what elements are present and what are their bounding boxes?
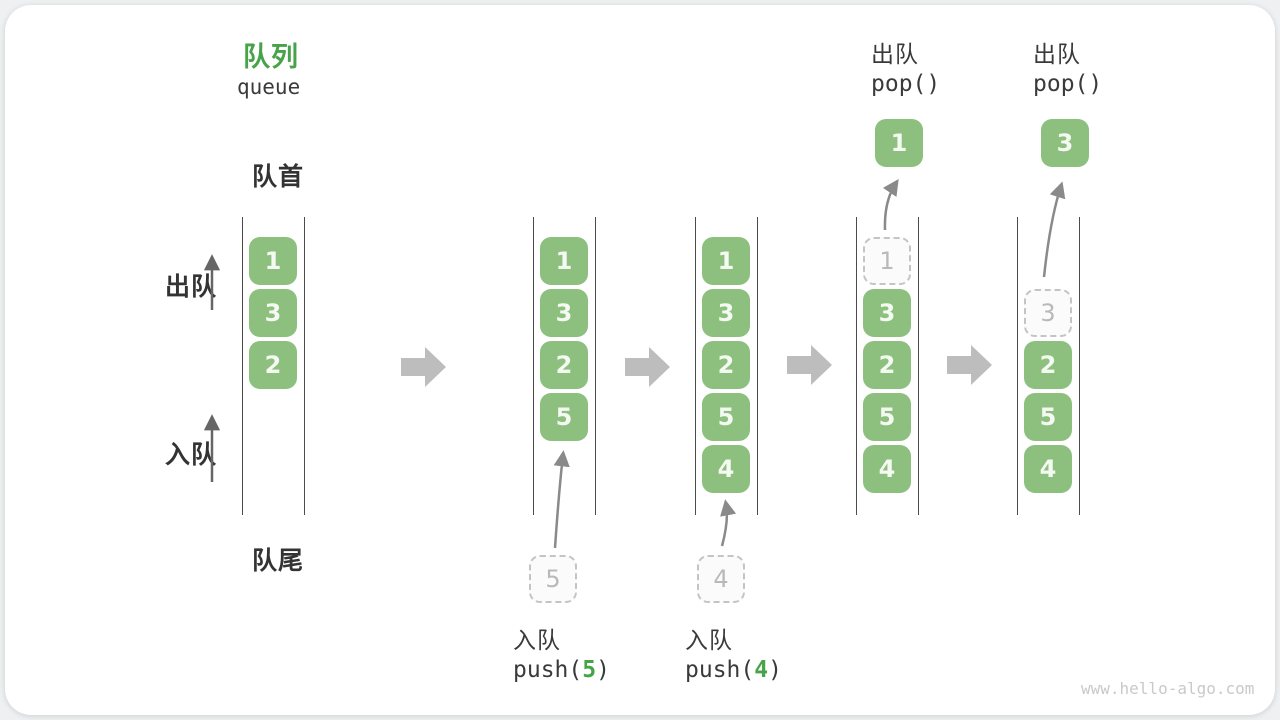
diagram-card: 队列 queue 队首 出队 入队 队尾 1 3 2 1 3 2 5 5 1 3…: [5, 5, 1275, 715]
push-action-label: 入队: [685, 628, 733, 654]
push-code-prefix: push(: [685, 657, 755, 683]
push-code-prefix: push(: [513, 657, 583, 683]
queue-item: 5: [1024, 393, 1072, 441]
label-queue-front: 队首: [252, 162, 305, 191]
queue-item-staged: 4: [697, 555, 745, 603]
queue-item: 1: [249, 237, 297, 285]
push-code-arg: 4: [754, 657, 769, 683]
queue-container-state5: [1017, 217, 1080, 515]
queue-item: 5: [702, 393, 750, 441]
queue-item-dequeued-ghost: 3: [1024, 289, 1072, 337]
queue-item: 2: [863, 341, 911, 389]
pop-code-label: pop(): [1033, 71, 1103, 97]
queue-container-state1: [242, 217, 305, 515]
queue-item-staged: 5: [529, 555, 577, 603]
label-enqueue: 入队: [165, 440, 218, 469]
queue-item: 1: [540, 237, 588, 285]
queue-item: 2: [249, 341, 297, 389]
queue-item: 2: [1024, 341, 1072, 389]
queue-item: 5: [863, 393, 911, 441]
queue-item-popped: 3: [1041, 119, 1089, 167]
queue-item: 3: [249, 289, 297, 337]
flow-arrow-icon: [625, 347, 670, 387]
label-queue-rear: 队尾: [252, 546, 305, 575]
push-code-suffix: ): [596, 657, 610, 683]
push-action-label: 入队: [513, 628, 561, 654]
queue-item: 4: [1024, 445, 1072, 493]
push-code-label: push(5): [513, 657, 610, 683]
push-code-suffix: ): [768, 657, 782, 683]
queue-item: 2: [702, 341, 750, 389]
push-code-arg: 5: [582, 657, 597, 683]
label-dequeue: 出队: [165, 272, 218, 301]
queue-container-state2: [533, 217, 596, 515]
diagram-title-zh: 队列: [243, 42, 299, 73]
flow-arrow-icon: [787, 345, 832, 385]
queue-container-state4: [856, 217, 919, 515]
queue-container-state3: [695, 217, 758, 515]
watermark: www.hello-algo.com: [1081, 679, 1255, 698]
queue-item: 2: [540, 341, 588, 389]
queue-item: 5: [540, 393, 588, 441]
queue-item: 3: [702, 289, 750, 337]
flow-arrow-icon: [401, 347, 446, 387]
queue-item-dequeued-ghost: 1: [863, 237, 911, 285]
diagram-title-en: queue: [237, 75, 301, 99]
queue-item: 1: [702, 237, 750, 285]
push-code-label: push(4): [685, 657, 782, 683]
flow-arrow-icon: [947, 345, 992, 385]
queue-item: 4: [863, 445, 911, 493]
pop-code-label: pop(): [871, 71, 941, 97]
pop-action-label: 出队: [1033, 42, 1081, 68]
queue-item: 3: [863, 289, 911, 337]
queue-item: 4: [702, 445, 750, 493]
queue-item: 3: [540, 289, 588, 337]
pop-action-label: 出队: [871, 42, 919, 68]
queue-item-popped: 1: [875, 119, 923, 167]
